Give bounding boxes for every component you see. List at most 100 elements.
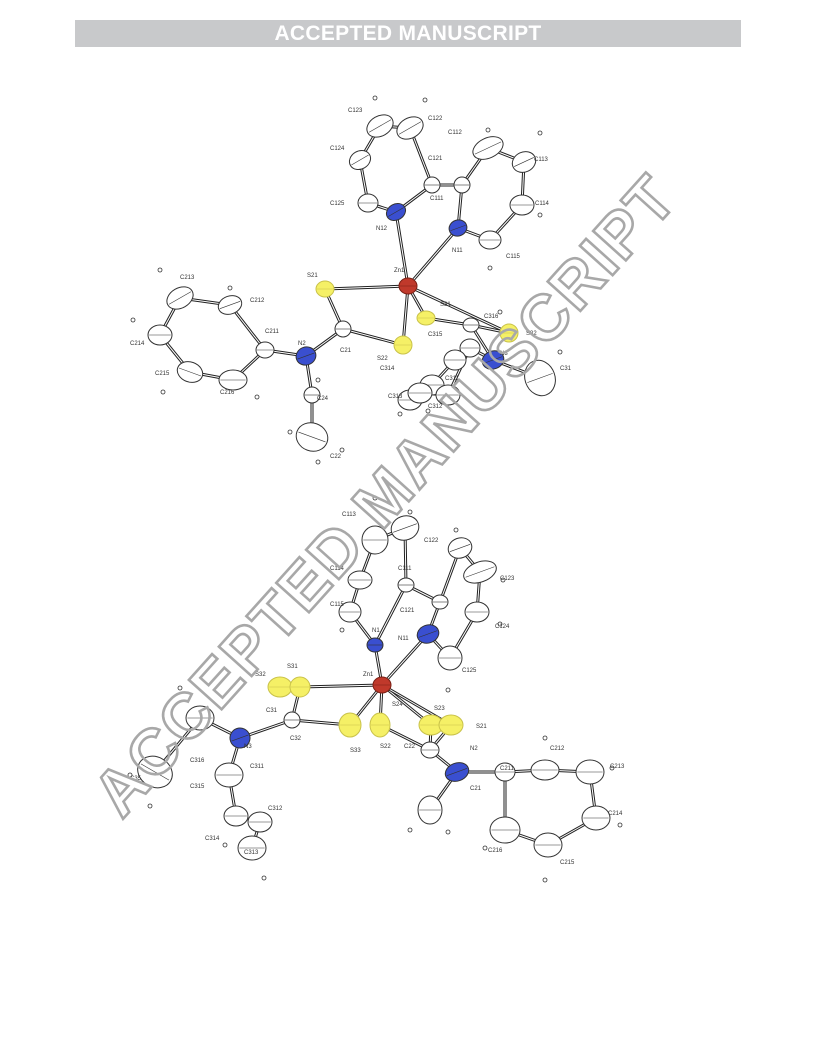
bottom-bond-highlight: [299, 684, 383, 688]
top-atom-label: S21: [307, 273, 318, 279]
bottom-hydrogen-atom: [482, 845, 488, 851]
bottom-atom-label: C311: [250, 764, 265, 770]
banner-text: ACCEPTED MANUSCRIPT: [274, 21, 542, 45]
top-atom-axis: [474, 141, 502, 155]
bottom-atom-label: C123: [500, 576, 515, 582]
top-atom-label: C312: [428, 404, 443, 410]
bottom-atom-label: S31: [287, 664, 298, 670]
bottom-atom-label: C31: [266, 708, 278, 714]
top-atom-label: C213: [180, 275, 195, 281]
top-bond-highlight: [407, 227, 459, 287]
bottom-hydrogen-atom: [617, 822, 623, 828]
top-atom-axis: [298, 431, 326, 443]
bottom-atom-label: C22: [404, 744, 416, 750]
bottom-atom-label: C212: [550, 746, 565, 752]
bottom-atom-label: S32: [255, 672, 266, 678]
bottom-hydrogen-atom: [497, 621, 503, 627]
top-hydrogen-atom: [130, 317, 136, 323]
bottom-atom-label: C313: [244, 850, 259, 856]
top-hydrogen-atom: [339, 447, 345, 453]
bottom-atom-axis: [465, 566, 495, 578]
top-atom-axis: [450, 224, 466, 232]
bottom-atom-label: C115: [330, 602, 345, 608]
bottom-hydrogen-atom: [127, 772, 133, 778]
bottom-atom-label: C215: [560, 860, 575, 866]
bottom-atom-label: N1: [372, 628, 380, 634]
bottom-bond-highlight: [374, 584, 407, 646]
bottom-atom-label: S23: [434, 706, 445, 712]
top-atom-label: C114: [535, 201, 550, 207]
bottom-atom-axis: [446, 768, 468, 776]
top-atom-axis: [398, 121, 422, 135]
bottom-atom-label: S21: [476, 724, 487, 730]
bottom-hydrogen-atom: [542, 735, 548, 741]
bottom-hydrogen-atom: [445, 829, 451, 835]
bottom-atom-label: C113: [342, 512, 357, 518]
top-atom-axis: [178, 367, 202, 377]
top-hydrogen-atom: [397, 411, 403, 417]
top-atom-label: C311: [445, 376, 460, 382]
top-atom-label: C211: [265, 329, 280, 335]
top-atom-label: C112: [448, 130, 463, 136]
accepted-manuscript-banner: ACCEPTED MANUSCRIPT: [75, 20, 741, 47]
top-hydrogen-atom: [537, 212, 543, 218]
top-atom-axis: [483, 356, 503, 364]
top-atom-label: C21: [340, 348, 352, 354]
bottom-atom-axis: [418, 630, 438, 638]
bottom-atom-axis: [393, 523, 417, 533]
bottom-atom-label: S22: [380, 744, 391, 750]
bottom-hydrogen-atom: [609, 765, 615, 771]
bottom-hydrogen-atom: [177, 685, 183, 691]
top-atom-axis: [514, 157, 534, 167]
top-hydrogen-atom: [497, 309, 503, 315]
top-bond-highlight: [324, 285, 409, 290]
bottom-atom-label: C125: [462, 668, 477, 674]
top-atom-axis: [297, 352, 315, 360]
top-atom-axis: [168, 291, 192, 305]
top-atom-label: S31: [440, 302, 451, 308]
bottom-atom-label: C216: [488, 848, 503, 854]
top-atom-label: N3: [500, 351, 508, 357]
bottom-hydrogen-atom: [445, 687, 451, 693]
bottom-atom-label: C35: [130, 776, 142, 782]
top-atom-label: C314: [380, 366, 395, 372]
top-hydrogen-atom: [227, 285, 233, 291]
top-hydrogen-atom: [537, 130, 543, 136]
top-atom-label: C123: [348, 108, 363, 114]
top-atom-label: C125: [330, 201, 345, 207]
figure-top-ortep: C123C122C112C113C124C121C111C114C125N12N…: [130, 95, 572, 465]
bottom-atom-label: C312: [268, 806, 283, 812]
top-atom-label: C315: [428, 332, 443, 338]
bottom-atom-label: C211: [500, 766, 515, 772]
top-atom-label: C31: [560, 366, 572, 372]
bottom-atom-label: C114: [330, 566, 345, 572]
top-atom-label: S32: [526, 331, 537, 337]
top-hydrogen-atom: [557, 349, 563, 355]
bottom-atom-label: C121: [400, 608, 415, 614]
top-atom-label: C316: [484, 314, 499, 320]
top-hydrogen-atom: [425, 408, 431, 414]
bottom-atom-label: S33: [350, 748, 361, 754]
bottom-hydrogen-atom: [453, 527, 459, 533]
top-atom-label: Zn1: [394, 268, 405, 274]
bottom-atom-label: S24: [392, 702, 403, 708]
top-hydrogen-atom: [160, 389, 166, 395]
bottom-atom-label: N11: [398, 636, 409, 642]
top-atom-label: C24: [317, 396, 329, 402]
bottom-atom-label: Zn1: [363, 672, 374, 678]
top-atom-label: C216: [220, 390, 235, 396]
bottom-bond-highlight: [381, 633, 429, 686]
top-atom-label: C313: [388, 394, 403, 400]
bottom-atom-label: N3: [244, 744, 252, 750]
top-hydrogen-atom: [315, 377, 321, 383]
bottom-hydrogen-atom: [339, 627, 345, 633]
top-hydrogen-atom: [315, 459, 321, 465]
bottom-atom-label: C316: [190, 758, 205, 764]
top-atom-axis: [388, 207, 404, 217]
bottom-hydrogen-atom: [542, 877, 548, 883]
bottom-atom-label: C21: [470, 786, 482, 792]
top-hydrogen-atom: [485, 127, 491, 133]
top-hydrogen-atom: [157, 267, 163, 273]
top-atom-axis: [219, 301, 241, 309]
